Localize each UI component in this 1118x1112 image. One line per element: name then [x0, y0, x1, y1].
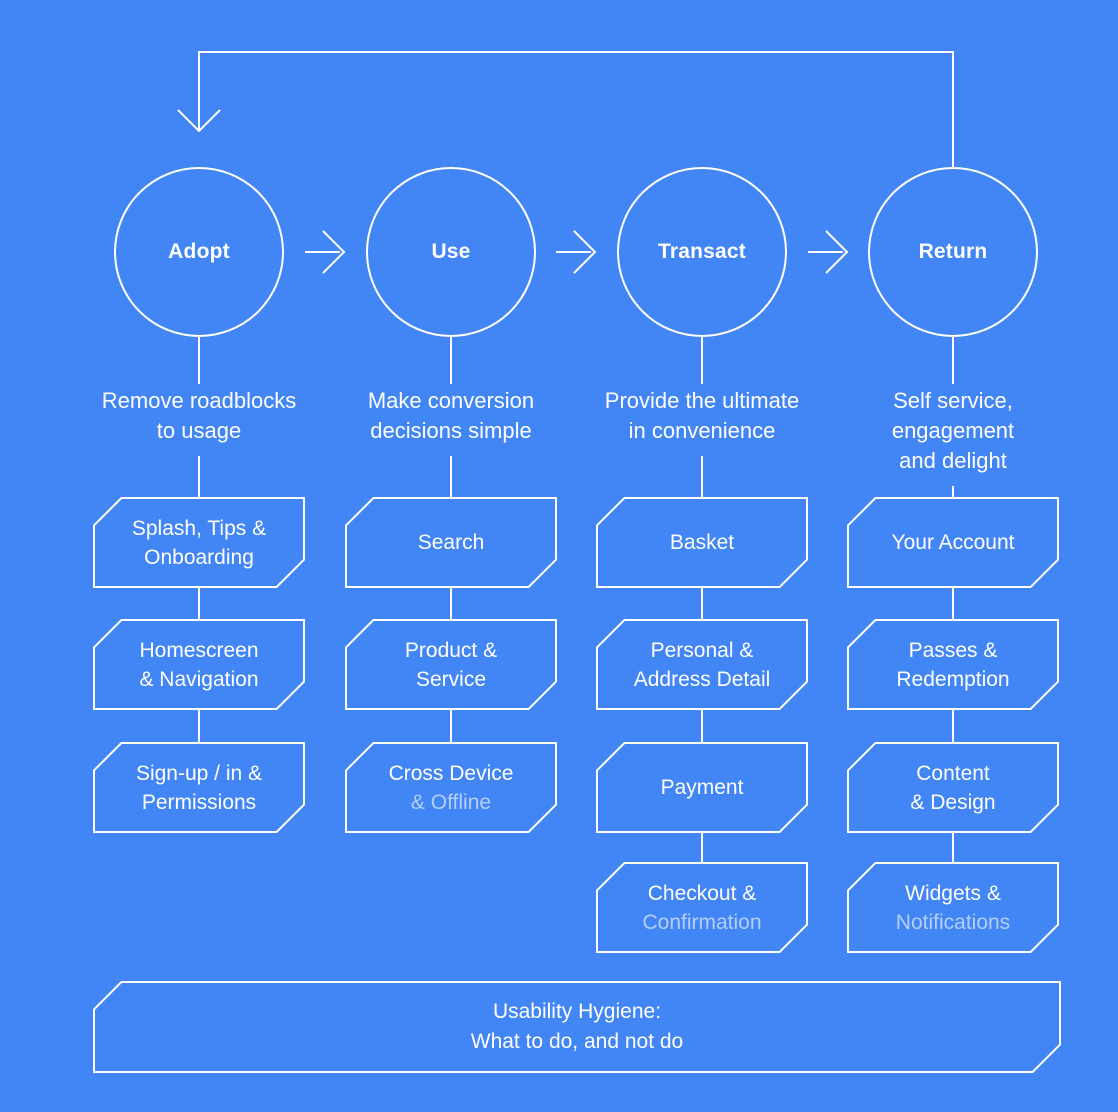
box-fill — [598, 499, 806, 586]
box-line: Redemption — [896, 667, 1010, 691]
footer-text: Usability Hygiene: What to do, and not d… — [93, 981, 1061, 1073]
box-line: Confirmation — [642, 910, 762, 934]
arrowhead-down-icon — [177, 109, 221, 133]
box-passes-redemption: Passes & Redemption — [847, 619, 1059, 710]
description-line: Remove roadblocks — [101, 388, 297, 413]
box-homescreen-navigation: Homescreen & Navigation — [93, 619, 305, 710]
flow-arrow-icon — [808, 230, 849, 274]
box-line: Payment — [660, 776, 744, 799]
description-line: engagement — [891, 418, 1015, 443]
box-fill — [347, 744, 555, 831]
box-text: Basket — [596, 497, 808, 588]
stage-circle-adopt: Adopt — [114, 167, 284, 337]
box-product-service: Product & Service — [345, 619, 557, 710]
box-line: Widgets & — [905, 881, 1001, 905]
flow-arrow-icon — [305, 230, 346, 274]
box-widgets-notifications: Widgets & Notifications — [847, 862, 1059, 953]
box-text: Cross Device & Offline — [345, 742, 557, 833]
stage-circle-transact: Transact — [617, 167, 787, 337]
box-text: Passes & Redemption — [847, 619, 1059, 710]
box-line: & Offline — [410, 790, 492, 814]
box-payment: Payment — [596, 742, 808, 833]
box-fill — [347, 499, 555, 586]
box-text: Sign-up / in & Permissions — [93, 742, 305, 833]
description-line: in convenience — [628, 418, 776, 443]
return-loop-arrow — [177, 51, 954, 167]
box-text: Personal & Address Detail — [596, 619, 808, 710]
flow-arrow-icon — [556, 230, 597, 274]
box-line: Your Account — [891, 531, 1015, 554]
box-line: Permissions — [141, 790, 257, 814]
box-text: Checkout & Confirmation — [596, 862, 808, 953]
box-basket: Basket — [596, 497, 808, 588]
box-line: Cross Device — [388, 761, 514, 785]
box-text: Product & Service — [345, 619, 557, 710]
stage-circle-use: Use — [366, 167, 536, 337]
stage-description-adopt: Remove roadblocks to usage — [79, 384, 319, 456]
box-line: & Navigation — [139, 667, 259, 691]
stage-label: Return — [918, 240, 988, 263]
box-text: Homescreen & Navigation — [93, 619, 305, 710]
box-line: Onboarding — [144, 545, 254, 569]
box-line: Notifications — [895, 910, 1011, 934]
box-line: Homescreen — [139, 638, 259, 662]
box-search: Search — [345, 497, 557, 588]
stage-description-transact: Provide the ultimate in convenience — [582, 384, 822, 456]
stage-label: Adopt — [168, 240, 230, 263]
box-line: Splash, Tips & — [131, 516, 267, 540]
box-cross-device-offline: Cross Device & Offline — [345, 742, 557, 833]
description-line: decisions simple — [370, 418, 532, 443]
box-line: Service — [415, 667, 487, 691]
box-fill — [95, 621, 303, 708]
footer-line: What to do, and not do — [470, 1030, 684, 1053]
box-text: Widgets & Notifications — [847, 862, 1059, 953]
footer-line: Usability Hygiene: — [492, 1000, 662, 1023]
box-line: & Design — [910, 790, 996, 814]
box-text: Your Account — [847, 497, 1059, 588]
stage-description-return: Self service, engagement and delight — [833, 384, 1073, 486]
description-line: Provide the ultimate — [604, 388, 800, 413]
connector-line — [952, 337, 954, 882]
box-line: Sign-up / in & — [135, 761, 263, 785]
description-line: to usage — [156, 418, 242, 443]
box-splash-tips-onboarding: Splash, Tips & Onboarding — [93, 497, 305, 588]
box-fill — [849, 621, 1057, 708]
box-fill — [95, 983, 1059, 1071]
box-fill — [849, 744, 1057, 831]
box-line: Product & — [404, 638, 498, 662]
box-content-design: Content & Design — [847, 742, 1059, 833]
box-your-account: Your Account — [847, 497, 1059, 588]
box-fill — [95, 744, 303, 831]
box-fill — [598, 864, 806, 951]
usability-hygiene-bar: Usability Hygiene: What to do, and not d… — [93, 981, 1061, 1073]
box-fill — [849, 499, 1057, 586]
box-line: Content — [916, 761, 990, 785]
box-text: Content & Design — [847, 742, 1059, 833]
box-text: Splash, Tips & Onboarding — [93, 497, 305, 588]
box-fill — [95, 499, 303, 586]
stage-label: Use — [431, 240, 471, 263]
box-line: Passes & — [908, 638, 998, 662]
description-line: Make conversion — [367, 388, 535, 413]
box-fill — [598, 744, 806, 831]
connector-line — [701, 337, 703, 882]
box-line: Checkout & — [647, 881, 757, 905]
box-line: Basket — [669, 531, 735, 554]
description-line: and delight — [899, 448, 1007, 473]
box-fill — [347, 621, 555, 708]
box-text: Search — [345, 497, 557, 588]
box-line: Personal & — [650, 638, 754, 662]
description-line: Self service, — [893, 388, 1013, 413]
box-checkout-confirmation: Checkout & Confirmation — [596, 862, 808, 953]
box-sign-up-permissions: Sign-up / in & Permissions — [93, 742, 305, 833]
stage-description-use: Make conversion decisions simple — [331, 384, 571, 456]
stage-circle-return: Return — [868, 167, 1038, 337]
box-text: Payment — [596, 742, 808, 833]
box-personal-address-detail: Personal & Address Detail — [596, 619, 808, 710]
box-fill — [849, 864, 1057, 951]
stage-label: Transact — [658, 240, 746, 263]
box-fill — [598, 621, 806, 708]
box-line: Search — [417, 531, 485, 554]
box-line: Address Detail — [633, 667, 771, 691]
